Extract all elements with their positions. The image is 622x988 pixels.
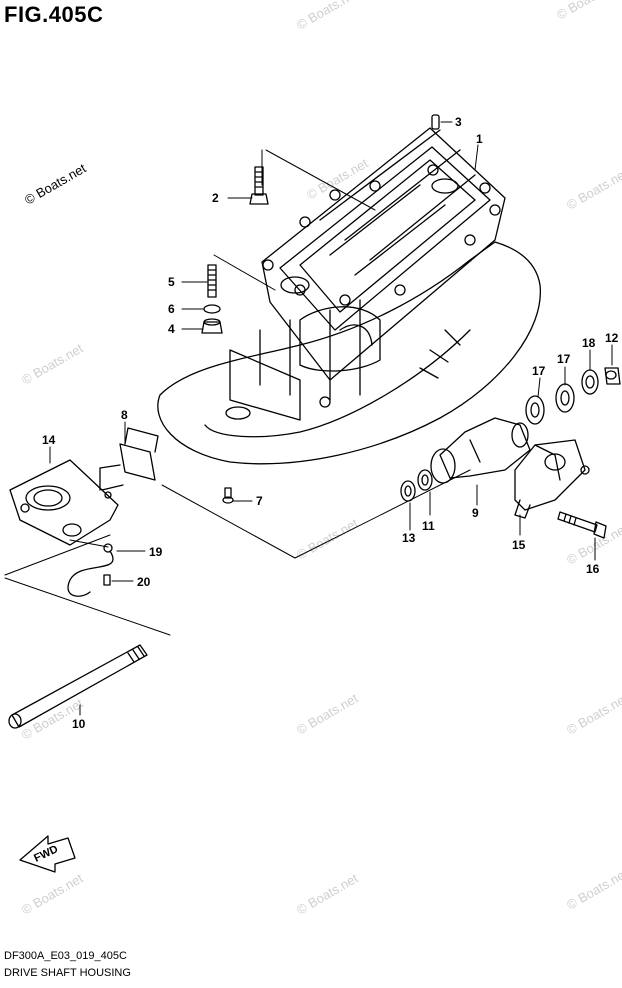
forward-direction-arrow: FWD — [19, 835, 76, 873]
watermark-text: © Boats.net — [304, 155, 371, 202]
connector-part-8[interactable] — [99, 427, 159, 491]
figure-title: FIG.405C — [4, 2, 104, 27]
washer-part-17b[interactable] — [555, 383, 575, 413]
callout-3: 3 — [455, 115, 462, 129]
callout-17-left: 17 — [532, 364, 546, 378]
callout-11: 11 — [422, 519, 435, 533]
watermark-text: © Boats.net — [564, 165, 622, 212]
callout-4: 4 — [168, 322, 175, 336]
figure-code: DF300A_E03_019_405C — [4, 950, 127, 962]
bracket-part-14[interactable] — [9, 459, 119, 546]
callout-7: 7 — [256, 494, 263, 508]
shaft-part-9[interactable] — [430, 417, 531, 484]
clamp-part-15[interactable] — [514, 439, 590, 519]
callout-6: 6 — [168, 302, 175, 316]
figure-name: DRIVE SHAFT HOUSING — [4, 967, 131, 979]
watermark-text: © Boats.net — [294, 0, 361, 33]
nut-part-4[interactable] — [201, 318, 223, 334]
watermark-text: © Boats.net — [554, 0, 621, 23]
washer-part-13[interactable] — [400, 480, 416, 502]
callout-2: 2 — [212, 191, 219, 205]
callout-17-right: 17 — [557, 352, 571, 366]
callout-leaders — [49, 121, 613, 716]
callout-5: 5 — [168, 275, 175, 289]
long-bolt-part-10[interactable] — [8, 644, 148, 729]
callout-12: 12 — [605, 331, 619, 345]
callout-18: 18 — [582, 336, 596, 350]
watermark-text: © Boats.net — [19, 340, 86, 387]
callout-13: 13 — [402, 531, 416, 545]
callout-9: 9 — [472, 506, 479, 520]
washer-part-17a[interactable] — [525, 395, 545, 425]
callout-14: 14 — [42, 433, 56, 447]
watermark-text: © Boats.net — [294, 870, 361, 917]
watermark-text: © Boats.net — [294, 690, 361, 737]
callout-15: 15 — [512, 538, 526, 552]
callout-10: 10 — [72, 717, 86, 731]
watermark-text: © Boats.net — [564, 520, 622, 567]
assembly-lines — [4, 149, 471, 636]
callout-19: 19 — [149, 545, 163, 559]
callout-1: 1 — [476, 132, 483, 146]
dowel-pin-part-3[interactable] — [431, 114, 440, 130]
watermark-text: © Boats.net — [19, 870, 86, 917]
callout-16: 16 — [586, 562, 600, 576]
washer-part-18[interactable] — [581, 369, 599, 395]
callout-8: 8 — [121, 408, 128, 422]
drive-shaft-housing-part[interactable] — [157, 127, 541, 465]
callout-20: 20 — [137, 575, 151, 589]
watermark-text: © Boats.net — [22, 160, 89, 207]
stud-part-5[interactable] — [207, 264, 217, 298]
watermark-text: © Boats.net — [294, 515, 361, 562]
nut-part-12[interactable] — [604, 367, 621, 385]
screw-part-7[interactable] — [222, 487, 234, 504]
watermark-text: © Boats.net — [564, 690, 622, 737]
bolt-part-16[interactable] — [557, 511, 607, 539]
watermark-text: © Boats.net — [564, 865, 622, 912]
ground-cable-part-19[interactable] — [67, 543, 114, 597]
washer-part-11[interactable] — [417, 469, 433, 491]
callout-numbers: 1 2 3 4 5 6 7 8 9 10 11 12 13 14 15 16 1… — [42, 115, 619, 731]
screw-part-20[interactable] — [103, 574, 111, 586]
washer-part-6[interactable] — [203, 304, 221, 314]
bolt-part-2[interactable] — [249, 166, 269, 205]
